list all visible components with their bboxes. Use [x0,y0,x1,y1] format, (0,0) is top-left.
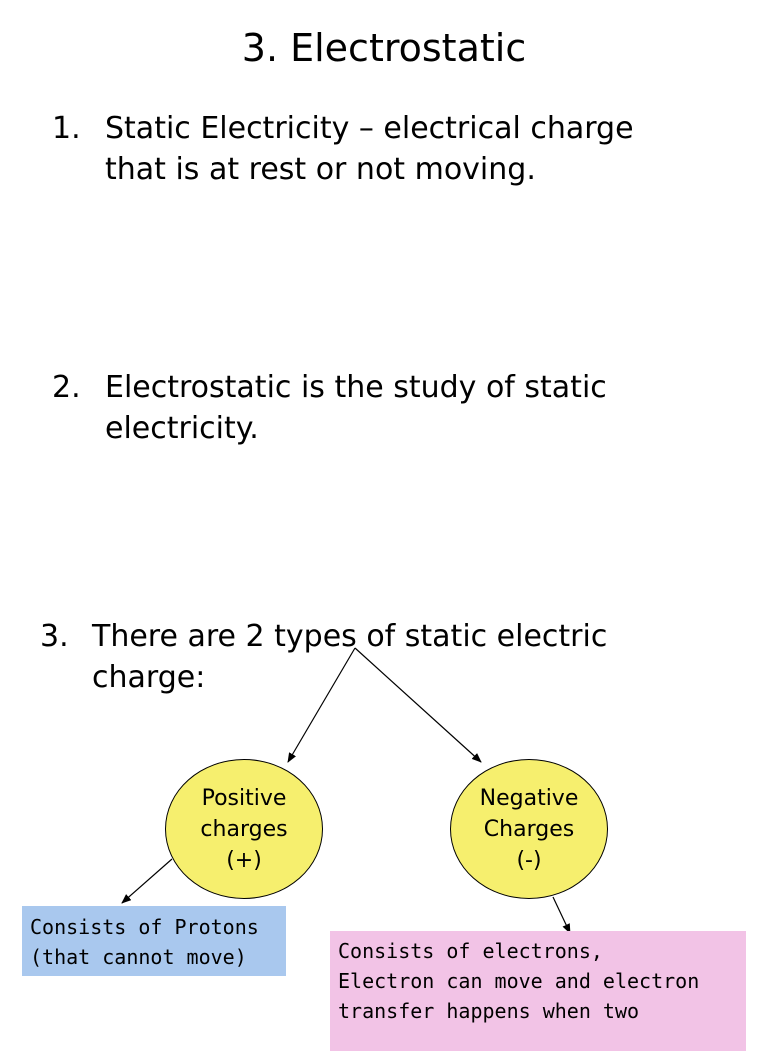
negative-label-line: Negative [479,785,579,811]
item-text-line: electricity. [105,411,259,446]
protons-box-line: Consists of Protons [30,915,259,939]
electrons-box-line: transfer happens when two [338,999,640,1023]
protons-box: Consists of Protons (that cannot move) [22,906,286,976]
electrons-box: Consists of electrons, Electron can move… [330,931,746,1051]
arrow-to-electrons-box [552,896,571,934]
item-text-line: There are 2 types of static electric [92,619,608,654]
positive-label-line: (+) [226,847,262,873]
arrow-to-negative [354,647,482,763]
electrons-box-line: Electron can move and electron [338,969,700,993]
item-number: 1. [52,111,81,146]
list-item-2: 2. Electrostatic is the study of static … [52,367,607,449]
list-item-1: 1. Static Electricity – electrical charg… [52,108,634,190]
negative-charges-node: Negative Charges (-) [450,759,608,899]
item-number: 3. [40,619,69,654]
positive-charges-node: Positive charges (+) [165,759,323,899]
item-text-line: Electrostatic is the study of static [105,370,607,405]
negative-label-line: Charges [483,816,575,842]
electrons-box-line: Consists of electrons, [338,939,603,963]
positive-label-line: Positive [201,785,287,811]
protons-box-line: (that cannot move) [30,945,247,969]
item-text-line: that is at rest or not moving. [105,152,536,187]
item-text-line: Static Electricity – electrical charge [105,111,634,146]
positive-label-line: charges [200,816,288,842]
negative-label-line: (-) [516,847,542,873]
arrow-to-positive [287,647,356,763]
page-title: 3. Electrostatic [241,26,527,70]
diagram-arrows [121,647,571,934]
item-text-line: charge: [92,660,206,695]
list-item-3: 3. There are 2 types of static electric … [40,616,607,698]
arrow-to-protons-box [121,858,173,904]
item-number: 2. [52,370,81,405]
